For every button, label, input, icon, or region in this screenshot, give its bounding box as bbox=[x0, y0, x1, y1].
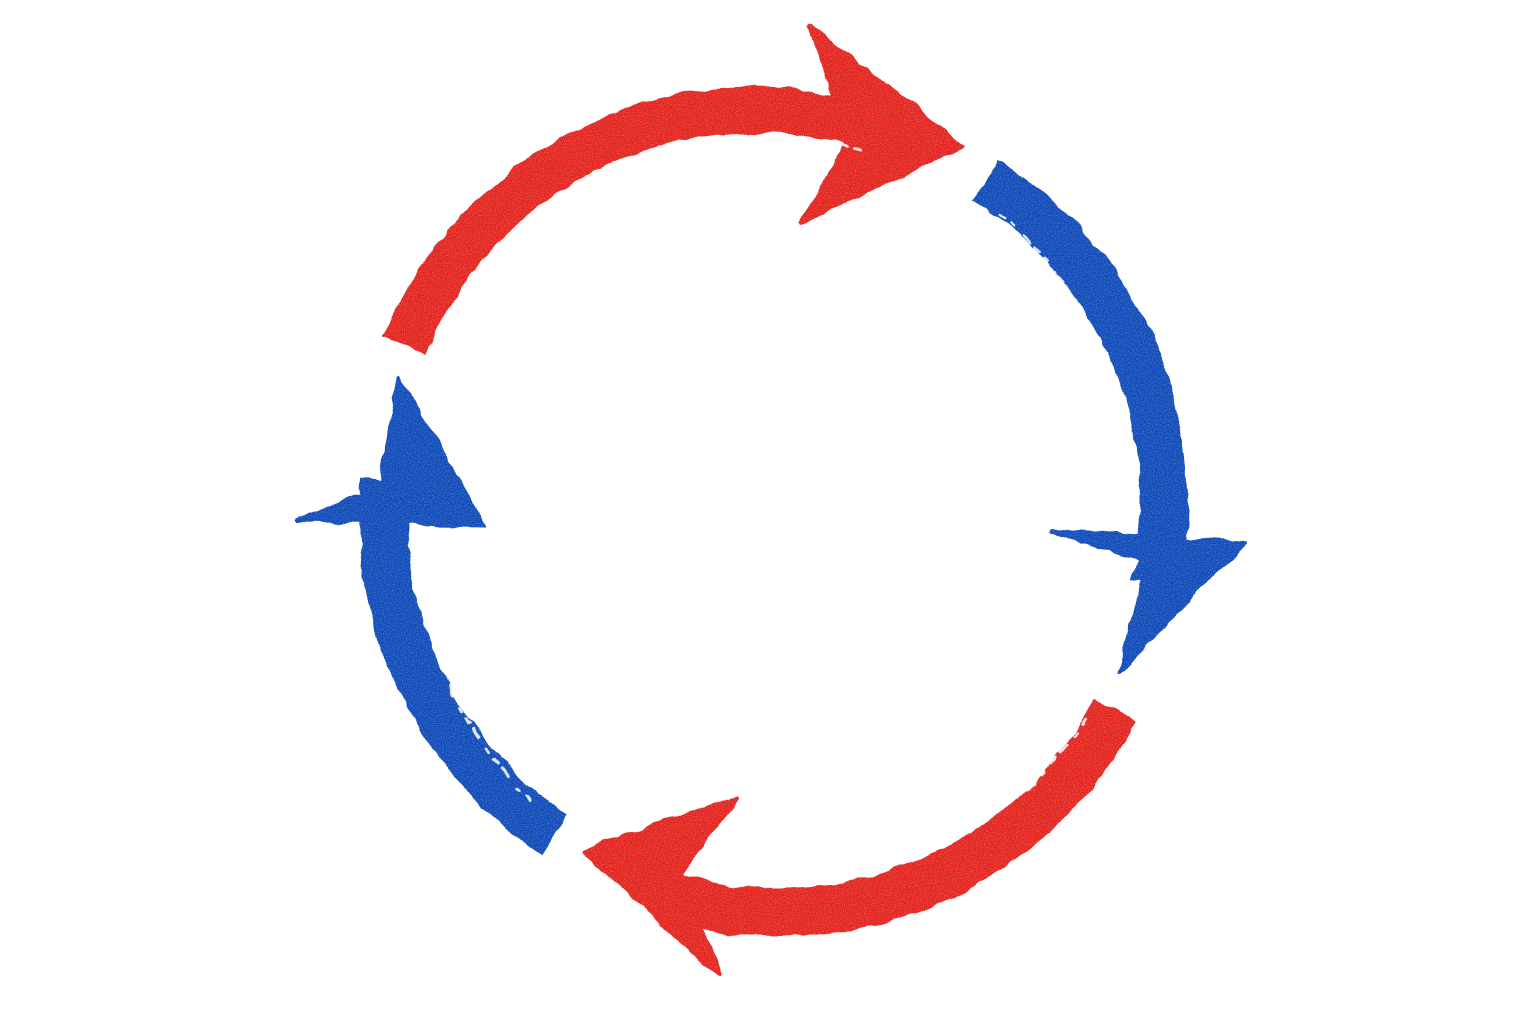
cycle-diagram bbox=[0, 0, 1536, 1024]
paint-grain-overlay bbox=[0, 0, 1536, 1024]
